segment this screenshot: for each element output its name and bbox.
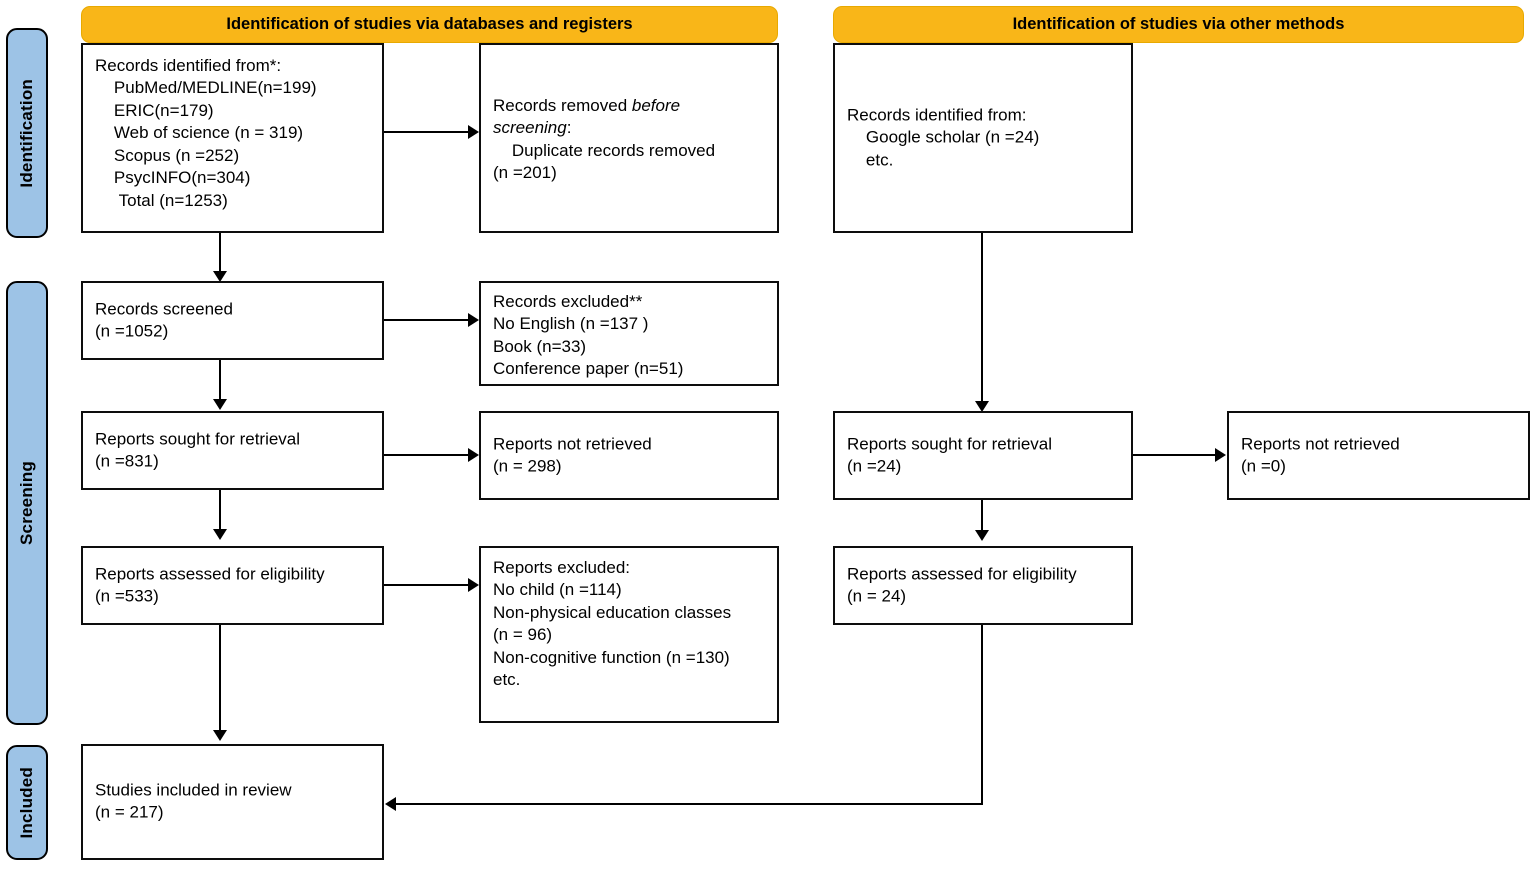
box-reports-sought-right-text: Reports sought for retrieval (n =24) — [847, 434, 1053, 476]
box-reports-sought-left-text: Reports sought for retrieval (n =831) — [95, 429, 301, 471]
records-removed-prefix: Records removed — [493, 96, 632, 115]
box-studies-included-text: Studies included in review (n = 217) — [95, 780, 292, 822]
connector-screened-to-sought — [219, 360, 222, 404]
arrowhead-identified-to-screened — [213, 271, 227, 282]
stage-bar-identification: Identification — [6, 28, 48, 238]
box-reports-assessed-right: Reports assessed for eligibility (n = 24… — [833, 546, 1133, 625]
box-reports-not-retrieved-right-text: Reports not retrieved (n =0) — [1241, 434, 1400, 476]
box-studies-included: Studies included in review (n = 217) — [81, 744, 384, 860]
box-reports-sought-right: Reports sought for retrieval (n =24) — [833, 411, 1133, 500]
stage-label-screening: Screening — [17, 461, 36, 545]
connector-sought-to-assessed-right — [981, 500, 984, 534]
box-reports-sought-left: Reports sought for retrieval (n =831) — [81, 411, 384, 490]
arrowhead-sought-to-assessed-right — [975, 530, 989, 541]
box-records-removed: Records removed before screening: Duplica… — [479, 43, 779, 233]
connector-screened-to-excluded — [384, 319, 470, 322]
arrowhead-sought-to-assessed-left — [213, 529, 227, 540]
arrowhead-screened-to-sought — [213, 399, 227, 410]
stage-bar-screening: Screening — [6, 281, 48, 725]
connector-assessed-to-included — [219, 625, 222, 733]
box-reports-assessed-right-text: Reports assessed for eligibility (n = 24… — [847, 564, 1077, 606]
connector-right-elbow-vertical — [981, 625, 984, 805]
records-removed-italic-before: before — [631, 96, 681, 115]
stage-label-included: Included — [17, 766, 36, 839]
connector-right-elbow-horizontal — [396, 803, 983, 806]
box-records-identified-databases: Records identified from*: PubMed/MEDLINE… — [81, 43, 384, 233]
arrowhead-assessed-to-included — [213, 730, 227, 741]
banner-other-methods: Identification of studies via other meth… — [833, 6, 1524, 43]
box-records-removed-text: Records removed before screening: Duplica… — [493, 95, 771, 185]
box-records-identified-databases-text: Records identified from*: PubMed/MEDLINE… — [95, 56, 317, 210]
records-removed-italic-screening: screening — [493, 118, 567, 138]
arrowhead-screened-to-excluded — [468, 313, 479, 327]
box-records-screened: Records screened (n =1052) — [81, 281, 384, 360]
box-records-excluded: Records excluded** No English (n =137 ) … — [479, 281, 779, 386]
box-reports-assessed-left-text: Reports assessed for eligibility (n =533… — [95, 564, 325, 606]
box-reports-excluded-text: Reports excluded: No child (n =114) Non-… — [493, 558, 732, 690]
banner-databases-and-registers: Identification of studies via databases … — [81, 6, 778, 43]
arrowhead-other-to-reports-sought-right — [975, 401, 989, 412]
box-reports-assessed-left: Reports assessed for eligibility (n =533… — [81, 546, 384, 625]
connector-sought-to-not-retrieved-right — [1133, 454, 1217, 457]
connector-identified-to-removed — [384, 131, 470, 134]
arrowhead-right-elbow-to-included — [385, 797, 396, 811]
stage-label-identification: Identification — [17, 78, 36, 188]
box-reports-not-retrieved-left-text: Reports not retrieved (n = 298) — [493, 434, 652, 476]
banner-other-methods-label: Identification of studies via other meth… — [1012, 15, 1345, 33]
connector-identified-to-screened — [219, 233, 222, 277]
connector-assessed-to-excluded — [384, 584, 470, 587]
box-reports-not-retrieved-left: Reports not retrieved (n = 298) — [479, 411, 779, 500]
box-records-identified-other-text: Records identified from: Google scholar … — [847, 105, 1040, 170]
box-records-identified-other: Records identified from: Google scholar … — [833, 43, 1133, 233]
stage-bar-included: Included — [6, 745, 48, 860]
box-reports-not-retrieved-right: Reports not retrieved (n =0) — [1227, 411, 1530, 500]
connector-sought-to-assessed-left — [219, 490, 222, 534]
connector-other-to-reports-sought-right — [981, 233, 984, 407]
banner-databases-label: Identification of studies via databases … — [226, 15, 633, 33]
arrowhead-assessed-to-excluded — [468, 578, 479, 592]
connector-sought-to-not-retrieved-left — [384, 454, 470, 457]
box-records-screened-text: Records screened (n =1052) — [95, 299, 233, 341]
box-reports-excluded: Reports excluded: No child (n =114) Non-… — [479, 546, 779, 723]
records-removed-suffix: : Duplicate records removed (n =201) — [493, 118, 716, 183]
arrowhead-sought-to-not-retrieved-left — [468, 448, 479, 462]
box-records-excluded-text: Records excluded** No English (n =137 ) … — [493, 292, 684, 379]
arrowhead-identified-to-removed — [468, 125, 479, 139]
arrowhead-sought-to-not-retrieved-right — [1215, 448, 1226, 462]
